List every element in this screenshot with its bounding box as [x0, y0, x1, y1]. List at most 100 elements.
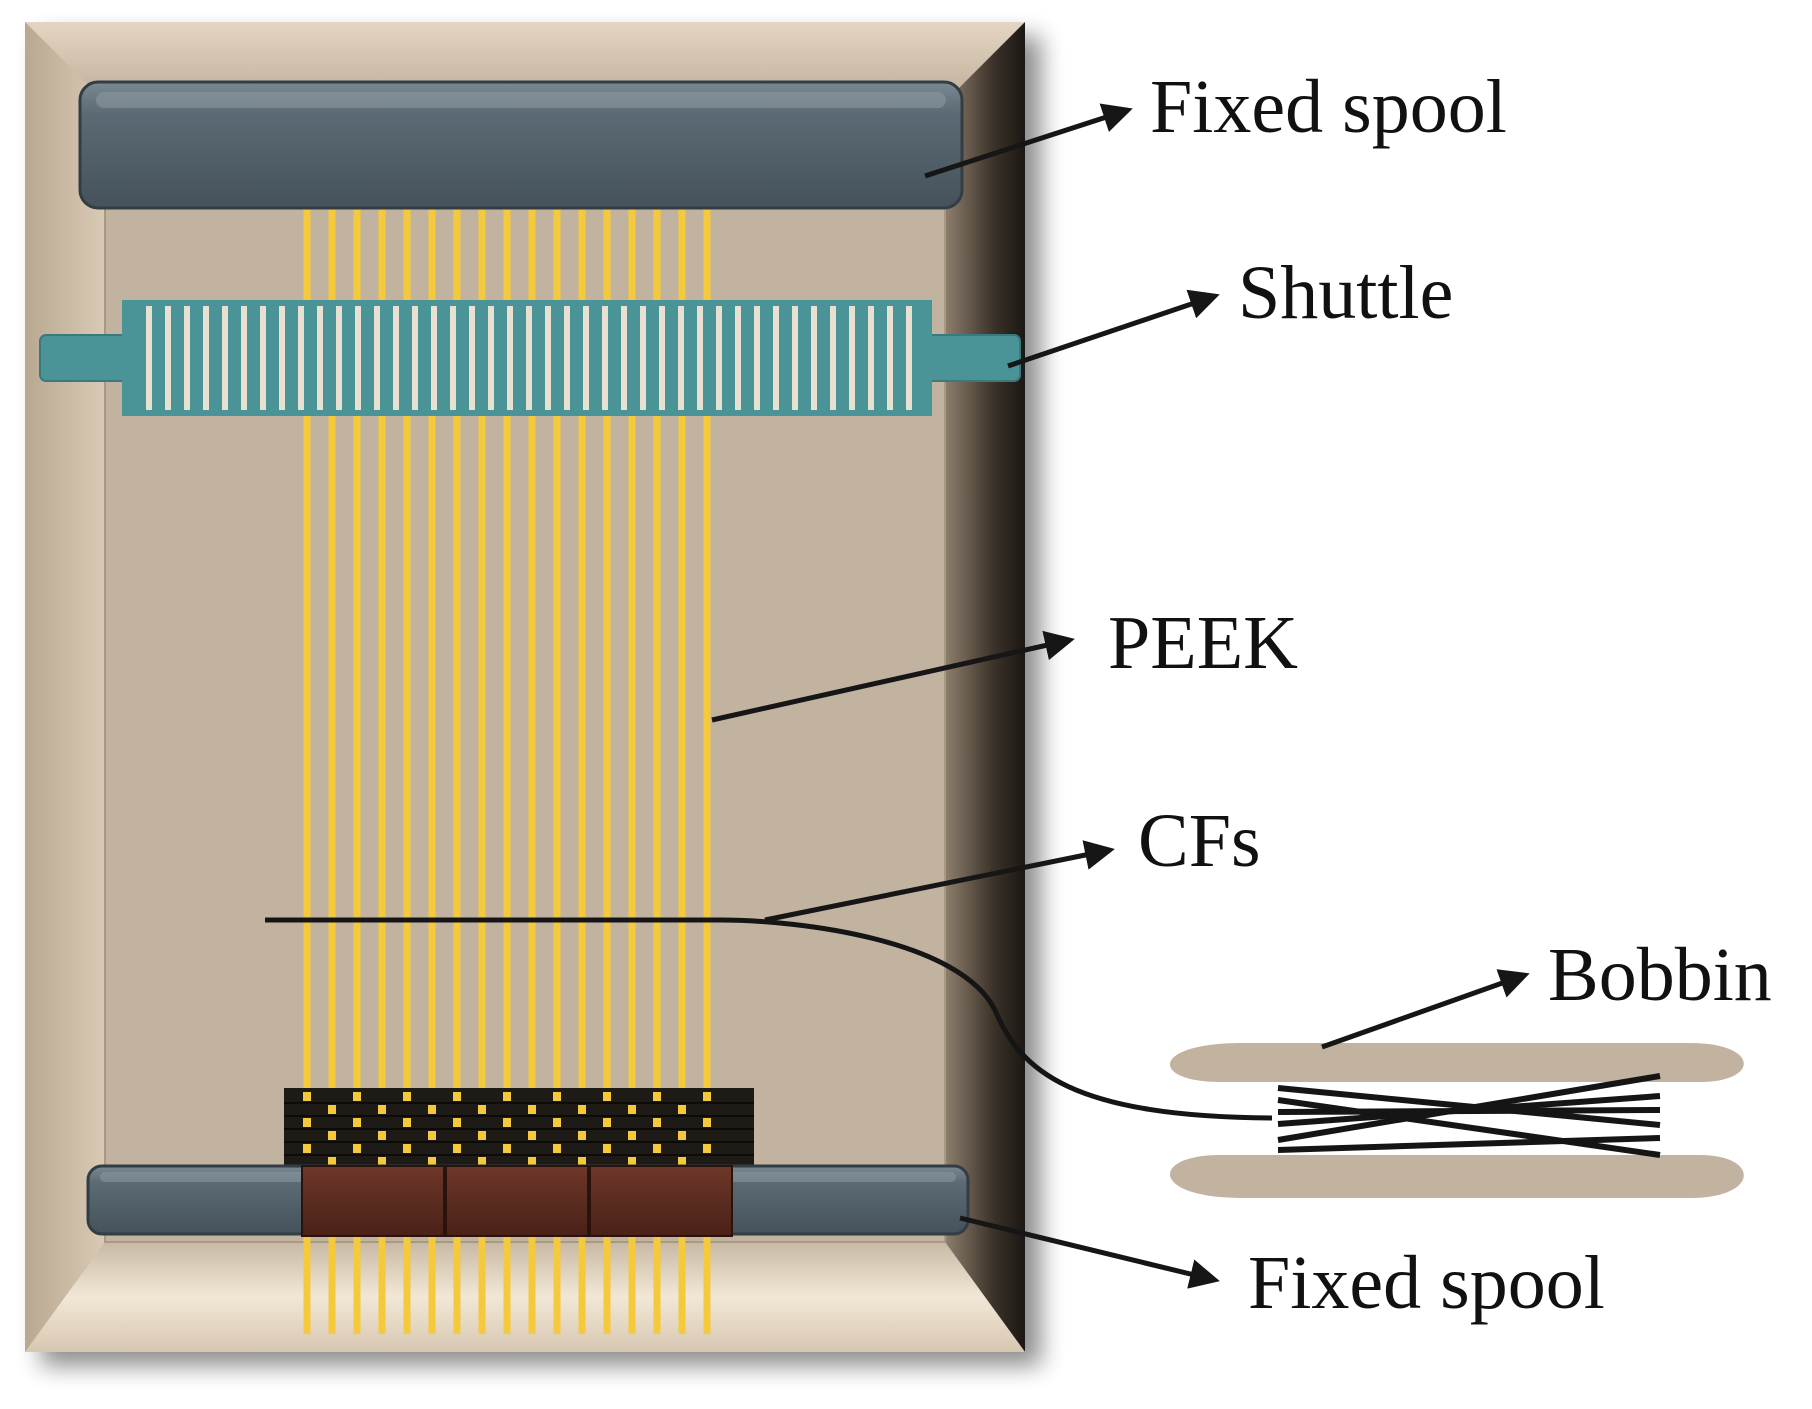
weave-crossing	[353, 1118, 361, 1127]
clamp-block	[445, 1165, 589, 1237]
shuttle-slot	[488, 306, 494, 410]
weave-crossing	[428, 1105, 436, 1114]
weave-crossing	[603, 1144, 611, 1153]
shuttle-slot	[336, 306, 342, 410]
label-shuttle: Shuttle	[1238, 251, 1453, 335]
shuttle-slot	[811, 306, 817, 410]
shuttle-slot	[754, 306, 760, 410]
shuttle-slot	[184, 306, 190, 410]
weave-crossing	[303, 1118, 311, 1127]
weave-crossing	[328, 1157, 336, 1166]
shuttle-slots	[146, 306, 912, 410]
shuttle-slot	[697, 306, 703, 410]
weave-crossing	[328, 1105, 336, 1114]
shuttle-slot	[564, 306, 570, 410]
weave-crossing	[603, 1118, 611, 1127]
arrow-peek	[711, 630, 1075, 723]
shuttle-slot	[716, 306, 722, 410]
weave-crossing	[503, 1118, 511, 1127]
weave-crossing	[378, 1131, 386, 1140]
shuttle-slot	[583, 306, 589, 410]
arrow-fixed-spool-top	[924, 103, 1133, 179]
shuttle-slot	[165, 306, 171, 410]
shuttle-slot	[260, 306, 266, 410]
weave-crossing	[403, 1092, 411, 1101]
weave-crossing	[428, 1131, 436, 1140]
weave-crossing	[428, 1157, 436, 1166]
callout-labels: Fixed spool Shuttle PEEK CFs Bobbin Fixe…	[1108, 65, 1772, 1325]
weave-crossing	[353, 1092, 361, 1101]
shuttle-slot	[146, 306, 152, 410]
shuttle-slot	[317, 306, 323, 410]
woven-fabric	[284, 1088, 754, 1169]
weave-crossing	[628, 1157, 636, 1166]
shuttle-slot	[279, 306, 285, 410]
weave-crossing	[453, 1144, 461, 1153]
weave-crossing	[453, 1118, 461, 1127]
shuttle-slot	[298, 306, 304, 410]
woven-band	[284, 1088, 754, 1166]
shuttle-slot	[659, 306, 665, 410]
fixed-spool-top	[78, 80, 964, 210]
label-peek: PEEK	[1108, 601, 1298, 685]
weave-crossing	[653, 1092, 661, 1101]
weave-crossing	[403, 1118, 411, 1127]
weave-crossing	[578, 1131, 586, 1140]
shuttle-slot	[906, 306, 912, 410]
shuttle-slot	[241, 306, 247, 410]
weave-crossing	[503, 1092, 511, 1101]
weave-crossing	[528, 1157, 536, 1166]
callout-arrows	[711, 103, 1530, 1289]
shuttle-slot	[526, 306, 532, 410]
weave-crossing	[578, 1157, 586, 1166]
shuttle-slot	[678, 306, 684, 410]
bobbin-wound-fiber	[1277, 1073, 1661, 1158]
weave-crossing	[328, 1131, 336, 1140]
shuttle-slot	[203, 306, 209, 410]
shuttle-slot	[412, 306, 418, 410]
frame-bevel-bottom	[25, 1242, 1025, 1352]
weave-crossing	[303, 1144, 311, 1153]
weave-crossing	[528, 1131, 536, 1140]
label-fixed-spool-bottom: Fixed spool	[1248, 1241, 1605, 1325]
weave-crossing	[478, 1157, 486, 1166]
shuttle-slot	[849, 306, 855, 410]
weave-crossing	[678, 1105, 686, 1114]
frame-bevel-right	[945, 22, 1025, 1352]
clamp-blocks	[301, 1165, 733, 1237]
weave-crossing	[628, 1131, 636, 1140]
shuttle-slot	[735, 306, 741, 410]
shuttle-slot	[450, 306, 456, 410]
shuttle-slot	[507, 306, 513, 410]
shuttle-slot	[830, 306, 836, 410]
label-fixed-spool-top: Fixed spool	[1150, 65, 1507, 149]
weave-crossing	[553, 1144, 561, 1153]
weave-crossing	[703, 1118, 711, 1127]
clamp-block	[589, 1165, 733, 1237]
shuttle-slot	[355, 306, 361, 410]
weave-crossing	[603, 1092, 611, 1101]
shuttle-slot	[431, 306, 437, 410]
weave-crossing	[403, 1144, 411, 1153]
weave-crossing	[478, 1105, 486, 1114]
shuttle-slot	[887, 306, 893, 410]
arrow-fixed-spool-bottom	[959, 1215, 1220, 1289]
weave-crossing	[678, 1157, 686, 1166]
weave-crossing	[528, 1105, 536, 1114]
weave-crossing	[378, 1157, 386, 1166]
weave-crossing	[703, 1144, 711, 1153]
shuttle-slot	[545, 306, 551, 410]
arrow-bobbin	[1321, 969, 1530, 1050]
weave-crossing	[628, 1105, 636, 1114]
frame-inner-panel	[105, 102, 945, 1242]
weave-crossing	[678, 1131, 686, 1140]
weave-crossing	[703, 1092, 711, 1101]
bobbin	[1169, 1043, 1744, 1198]
shuttle-slot	[621, 306, 627, 410]
shuttle-slot	[868, 306, 874, 410]
label-bobbin: Bobbin	[1548, 933, 1772, 1017]
shuttle-slot	[602, 306, 608, 410]
frame-bevel-left	[25, 22, 105, 1352]
shuttle	[39, 300, 1021, 416]
